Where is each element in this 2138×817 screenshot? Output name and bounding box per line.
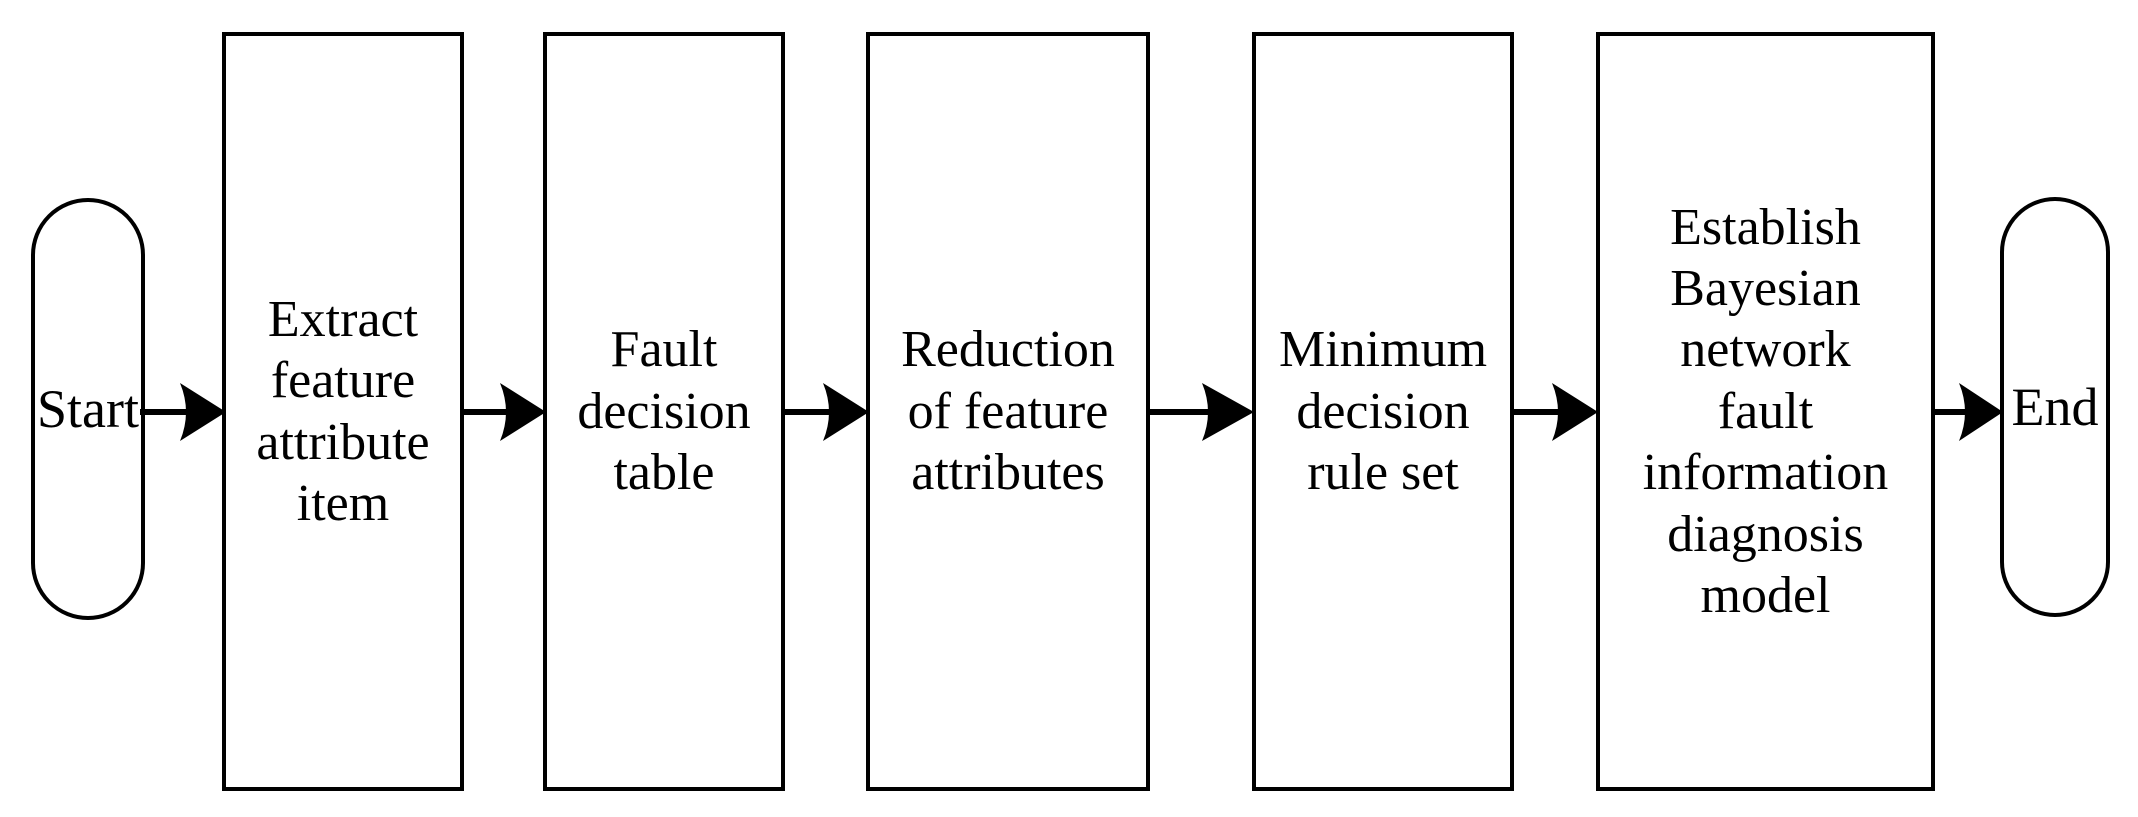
edge-extract-to-fault xyxy=(462,377,546,447)
node-fault-decision-table-label: Fault decision table xyxy=(577,321,751,502)
node-fault-decision-table: Fault decision table xyxy=(543,32,785,791)
node-establish-bayesian-network-model: Establish Bayesian network fault informa… xyxy=(1596,32,1935,791)
node-end-label: End xyxy=(2011,377,2099,437)
edge-reduction-to-minimum xyxy=(1148,377,1254,447)
node-end: End xyxy=(2000,197,2110,617)
node-reduction-of-feature-attributes: Reduction of feature attributes xyxy=(866,32,1150,791)
node-minimum-decision-rule-set-label: Minimum decision rule set xyxy=(1278,321,1488,502)
edge-establish-to-end xyxy=(1933,377,2003,447)
edge-fault-to-reduction xyxy=(783,377,869,447)
node-minimum-decision-rule-set: Minimum decision rule set xyxy=(1252,32,1514,791)
node-reduction-of-feature-attributes-label: Reduction of feature attributes xyxy=(901,321,1115,502)
node-start: Start xyxy=(31,198,145,620)
node-establish-bayesian-network-model-label: Establish Bayesian network fault informa… xyxy=(1642,198,1889,624)
node-start-label: Start xyxy=(37,379,139,439)
node-extract-feature-attribute-item: Extract feature attribute item xyxy=(222,32,464,791)
node-extract-feature-attribute-item-label: Extract feature attribute item xyxy=(256,290,430,532)
edge-minimum-to-establish xyxy=(1512,377,1598,447)
edge-start-to-extract xyxy=(140,377,226,447)
